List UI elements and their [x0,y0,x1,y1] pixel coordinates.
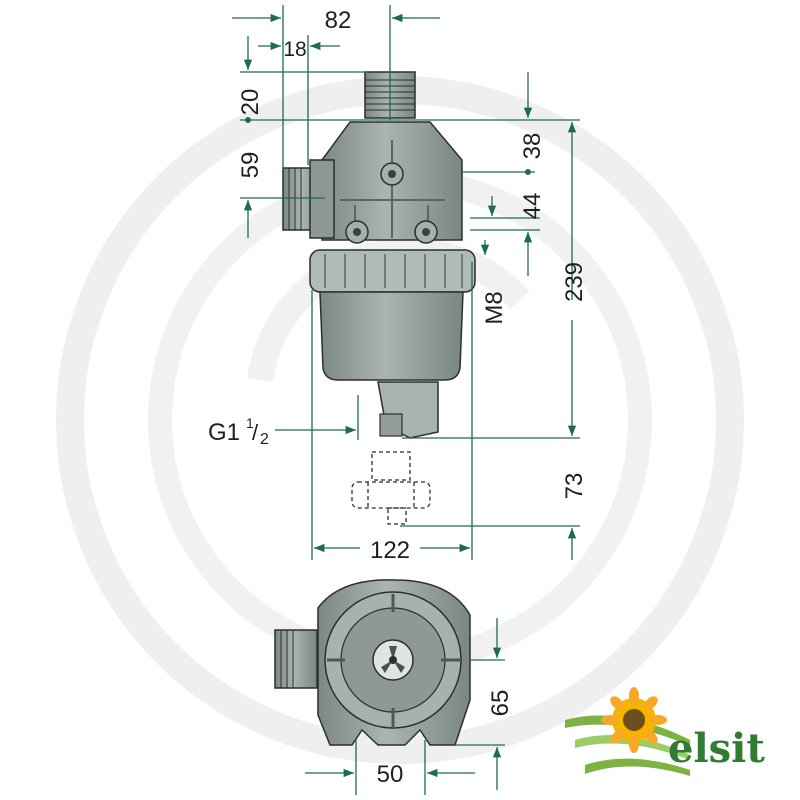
filter-bowl [319,291,464,381]
dim-73: 73 [561,473,588,500]
thread-frac-den: 2 [260,431,269,448]
front-view [232,5,580,560]
dim-38: 38 [519,133,546,160]
dim-m8: M8 [481,291,508,324]
elsit-logo: elsit [565,687,765,776]
thread-frac-slash: / [252,420,259,445]
plan-star [381,646,405,673]
dim-20: 20 [237,89,264,116]
plan-spokes [327,594,461,728]
dim-82: 82 [325,7,352,34]
plan-inlet [274,629,318,689]
thread-frac-num: 1 [246,415,254,431]
nut-grips [324,254,463,288]
dim-50: 50 [377,761,404,788]
plan-dimension-lines [305,618,505,795]
sunflower-icon [601,687,667,753]
dim-239: 239 [561,262,588,302]
dim-65: 65 [487,690,514,717]
bowl-nut [309,249,476,293]
dimension-lines [232,5,580,560]
plan-view [274,579,505,795]
brand-name: elsit [668,725,765,772]
dim-18: 18 [283,38,306,61]
dim-122: 122 [370,537,410,564]
logo-swoosh-icon [565,715,690,746]
dim-59: 59 [237,152,264,179]
thread-label-main: G1 [208,419,240,446]
drain-removal-outline [351,451,431,525]
dim-44: 44 [519,193,546,220]
